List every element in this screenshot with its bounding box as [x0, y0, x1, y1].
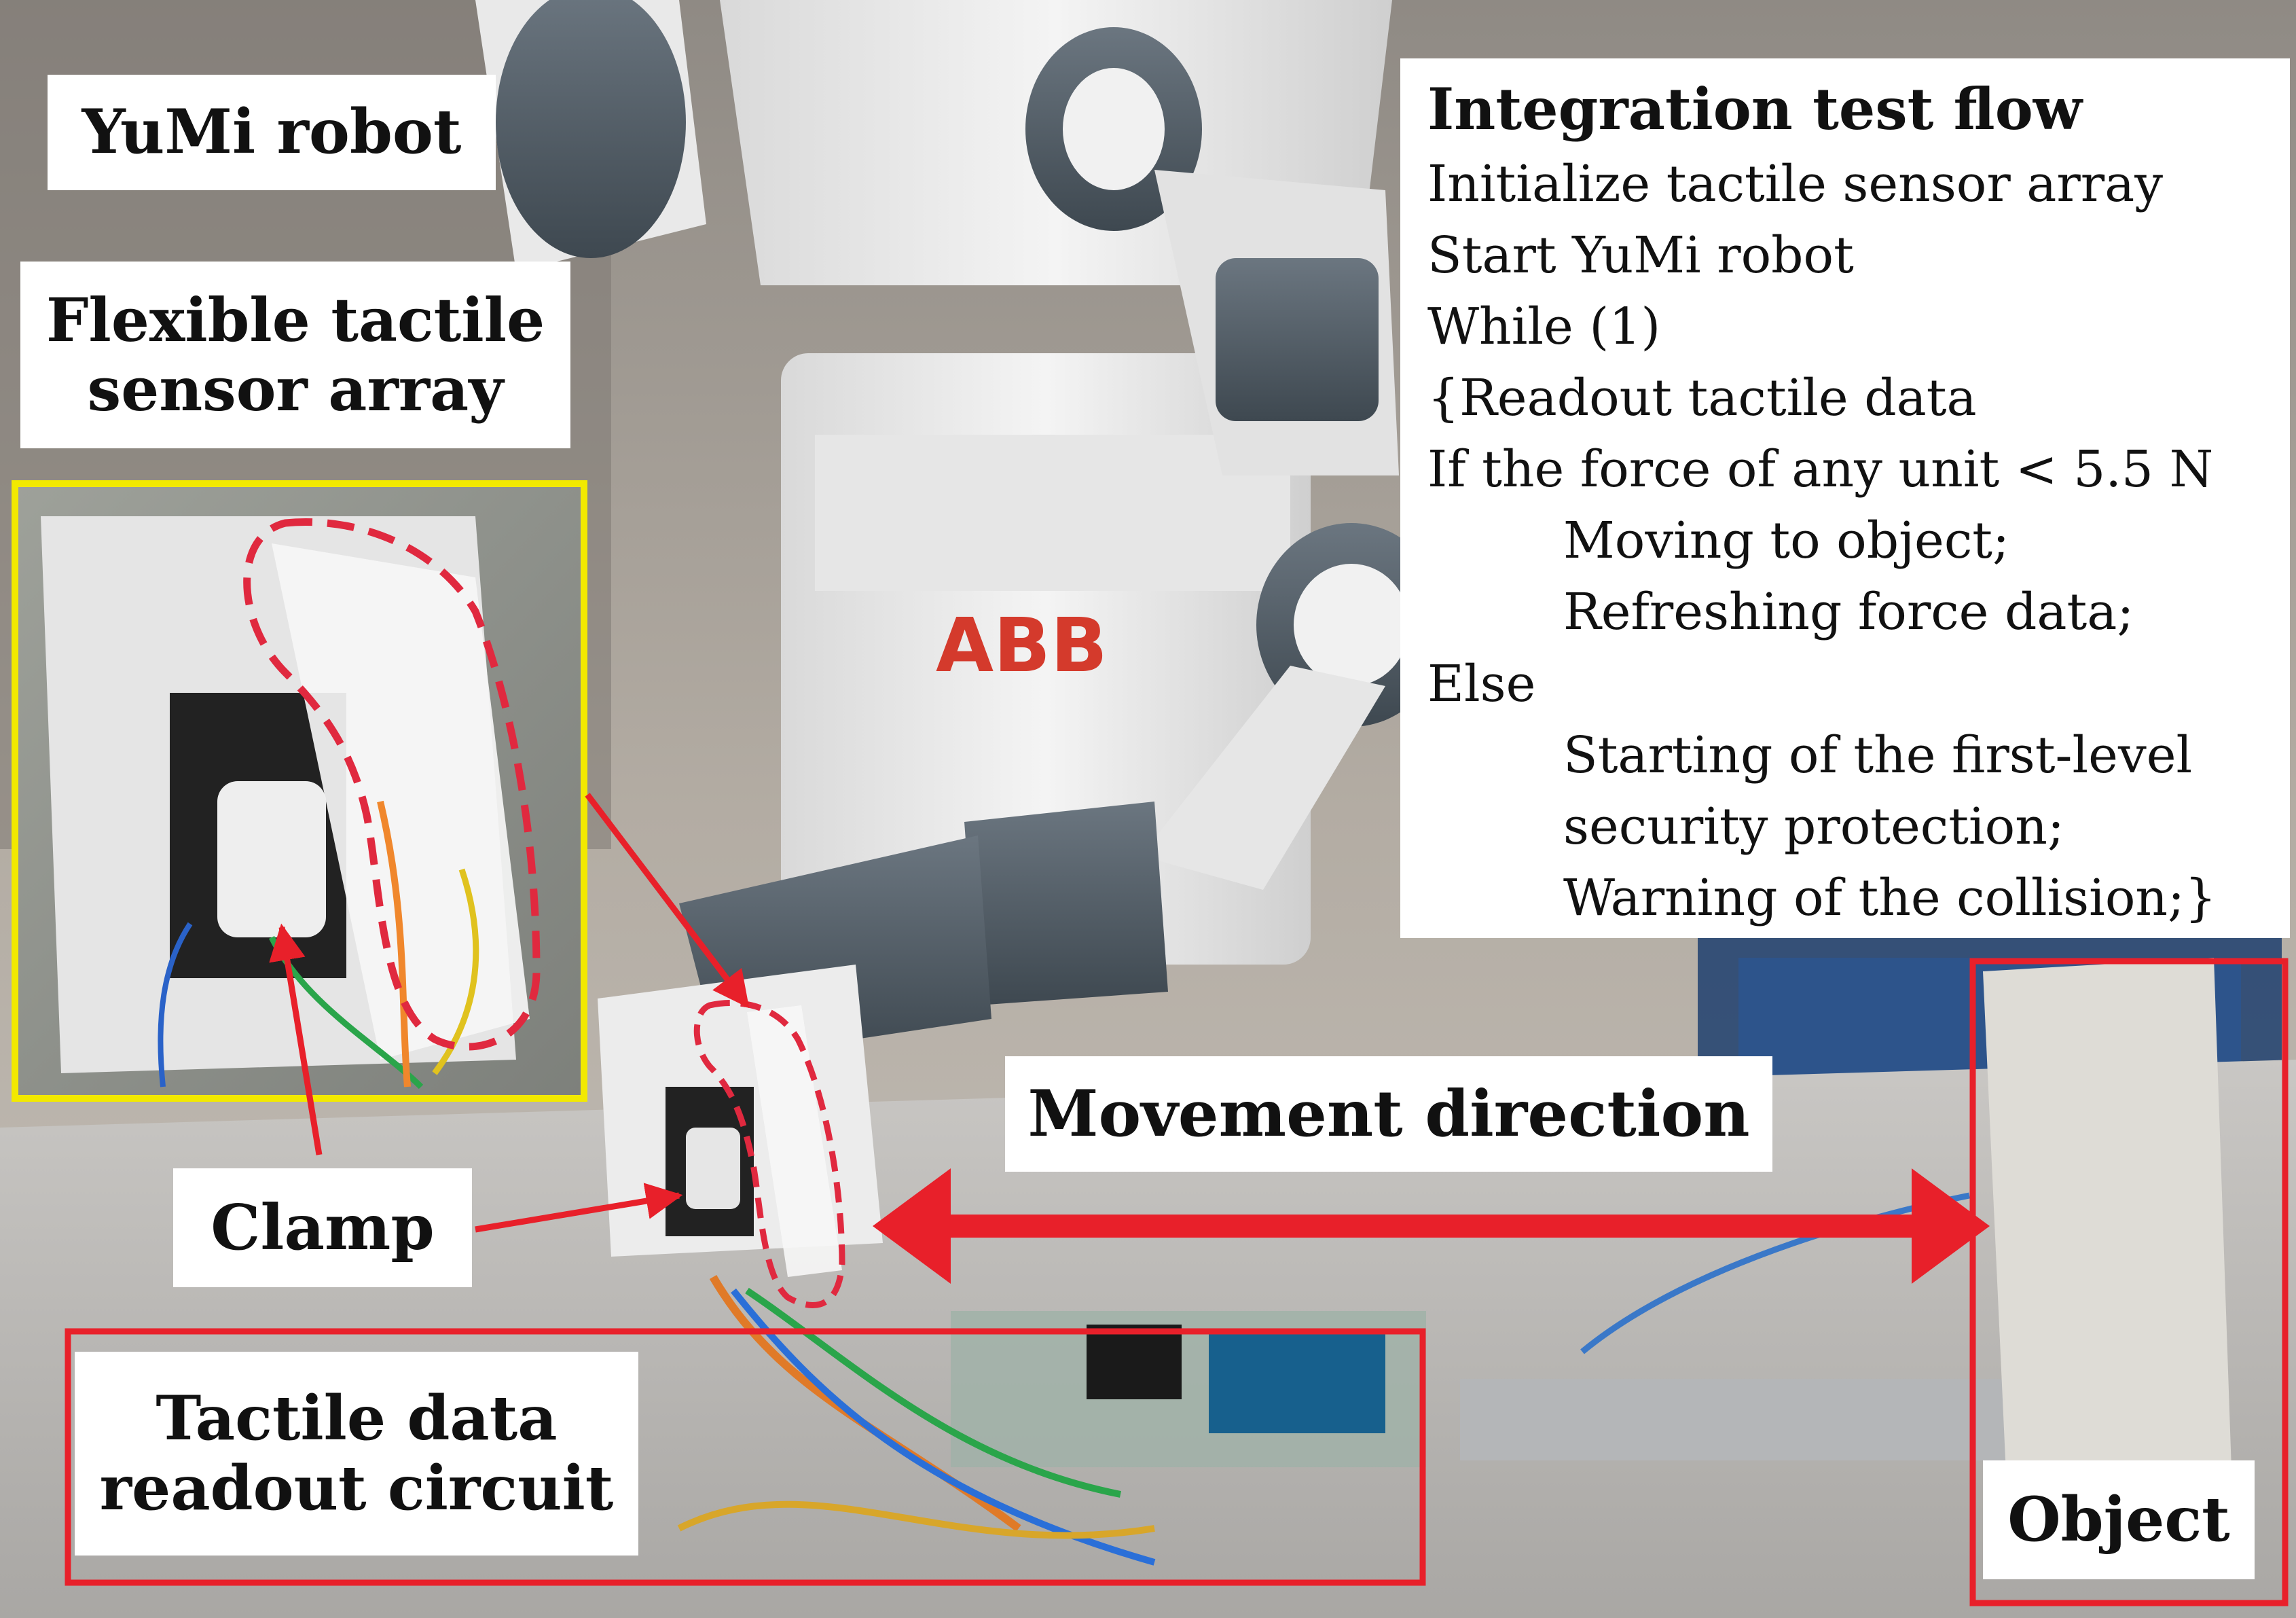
- left-shoulder-joint: [496, 0, 686, 258]
- elbow-joint-inner: [1294, 564, 1409, 686]
- robot-chest: [815, 435, 1290, 591]
- inset-wire-blue: [158, 922, 193, 1087]
- object-label-text: Object: [2007, 1483, 2230, 1556]
- movement-arrow-left-head: [873, 1168, 951, 1284]
- flow-line-7: Refreshing force data;: [1563, 583, 2134, 642]
- flow-line-2: Start YuMi robot: [1427, 226, 1854, 285]
- inset-to-sensor-arrow: [585, 793, 750, 1009]
- flow-title: Integration test flow: [1427, 75, 2083, 143]
- object-frame: [1969, 958, 2289, 1606]
- sensor-inset-border: [12, 480, 587, 1102]
- right-arm-segment: [1216, 258, 1379, 421]
- sensor-array-label: Flexible tactile sensor array: [20, 262, 570, 448]
- sensor-highlight: [693, 1000, 845, 1308]
- inset-tactile-sensor: [272, 543, 530, 1060]
- flow-line-6: Moving to object;: [1563, 511, 2009, 571]
- readout-circuit-frame: [65, 1328, 1426, 1586]
- chip-module: [1087, 1325, 1182, 1399]
- inset-sensor-highlight: [243, 518, 541, 1051]
- object-label: Object: [1983, 1460, 2255, 1579]
- forearm-white: [1141, 666, 1385, 890]
- movement-arrow-right-head: [1912, 1168, 1990, 1284]
- forearm-gray: [964, 802, 1168, 1005]
- clamp-label-text: Clamp: [211, 1190, 435, 1264]
- flow-line-9: Starting of the first-level: [1563, 725, 2193, 785]
- movement-label-text: Movement direction: [1027, 1076, 1750, 1151]
- integration-flow-panel: Integration test flow Initialize tactile…: [1400, 58, 2290, 938]
- object-panel: [1983, 958, 2234, 1562]
- flow-line-4: {Readout tactile data: [1427, 369, 1977, 428]
- flow-line-3: While (1): [1427, 298, 1661, 357]
- sensor-label-line1: Flexible tactile: [45, 285, 545, 356]
- robot-label-text: YuMi robot: [81, 96, 462, 168]
- inset-wire-yellow: [432, 868, 479, 1075]
- wire-yellow: [677, 1500, 1155, 1539]
- inset-clamp-finger: [217, 781, 326, 937]
- wire-green: [745, 1287, 1121, 1498]
- flow-line-8: Else: [1427, 654, 1536, 713]
- readout-circuit-label: Tactile data readout circuit: [75, 1352, 638, 1556]
- clamp-arrow-up: [269, 923, 323, 1155]
- flow-line-10: security protection;: [1563, 797, 2064, 856]
- sensor-label-line2: sensor array: [87, 353, 504, 425]
- arduino-board: [1209, 1331, 1385, 1433]
- shoulder-ring-inner: [1063, 68, 1165, 190]
- abb-logo: ABB: [936, 602, 1108, 689]
- movement-direction-label: Movement direction: [1005, 1056, 1772, 1172]
- flow-line-1: Initialize tactile sensor array: [1427, 155, 2164, 213]
- flow-line-5: If the force of any unit < 5.5 N: [1427, 440, 2214, 499]
- inset-wire-orange: [377, 800, 411, 1087]
- flow-line-11: Warning of the collision;}: [1563, 868, 2217, 927]
- circuit-label-line2: readout circuit: [99, 1452, 614, 1524]
- clamp-arrow-right: [475, 1183, 683, 1233]
- robot-label: YuMi robot: [48, 75, 496, 190]
- tactile-sensor-on-gripper: [747, 1005, 842, 1277]
- clamp-label: Clamp: [173, 1168, 472, 1287]
- aluminum-rail: [1460, 1379, 2071, 1460]
- circuit-label-line1: Tactile data: [156, 1382, 558, 1454]
- clamp-finger: [686, 1128, 740, 1209]
